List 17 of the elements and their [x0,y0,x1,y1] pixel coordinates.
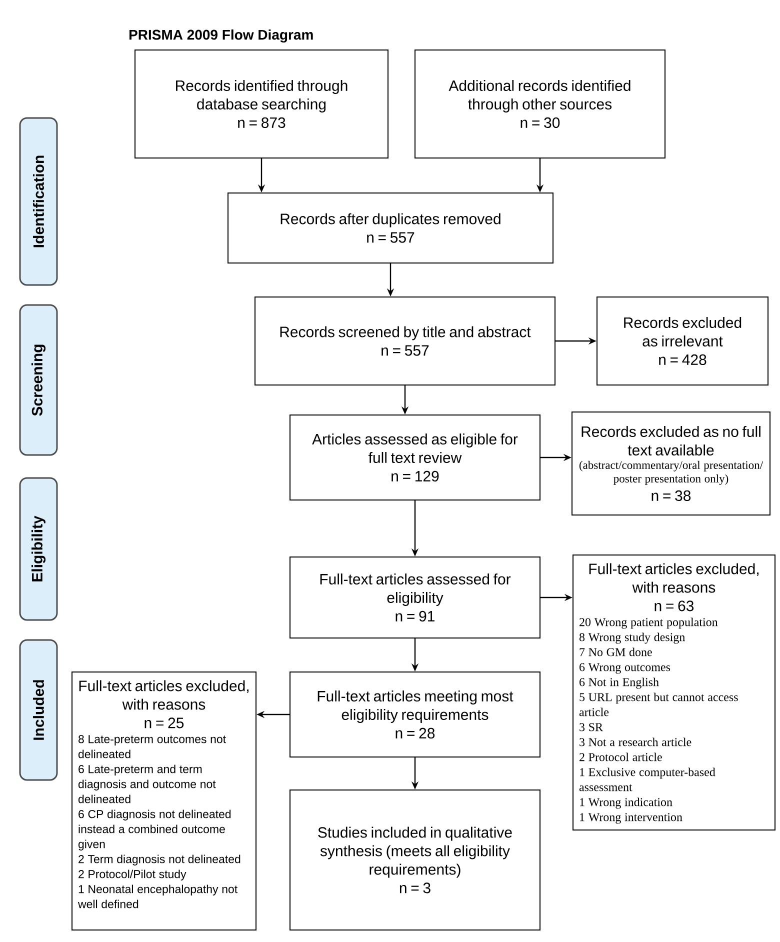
process-box: Full-text articles excluded, with reasons n = 25 8 Late-preterm outcomes not delineated 6 Late-preterm and term diagnosis and outcome not delineated 6 CP diagnosis not delineated instead a combined outcome given 2 Term diagnosis not delineated 2 Protocol/Pilot study 1 Neonatal encephalopathy not well defined [72,672,256,930]
stage-band: Identification [19,117,58,286]
process-box: Records after duplicates removed n = 557 [228,192,554,264]
process-box: Records excluded as no full text available (abstract/commentary/oral presentation/ poster presentation only) n = 38 [572,412,770,516]
process-box: Additional records identified through other sources n = 30 [414,50,666,158]
process-box: Studies included in qualitative synthesis (meets all eligibility requirements) n = 3 [290,790,540,930]
stage-band: Included [19,639,58,781]
title: PRISMA 2009 Flow Diagram [129,29,313,43]
process-box: Records identified through database searching n = 873 [134,50,388,158]
process-box: Full-text articles meeting most eligibility requirements n = 28 [290,672,540,758]
stage-band: Eligibility [19,477,58,621]
process-box: Records excluded as irrelevant n = 428 [596,296,768,386]
stage-band: Screening [19,304,58,456]
process-box: Full-text articles assessed for eligibility n = 91 [290,556,540,638]
process-box: Records screened by title and abstract n = 557 [254,296,556,386]
process-box: Articles assessed as eligible for full text review n = 129 [290,414,540,500]
process-box: Full-text articles excluded, with reasons n = 63 20 Wrong patient population 8 Wrong study design 7 No GM done 6 Wrong outcomes 6 Not in English 5 URL present but cannot access article 3 SR 3 Not a research article 2 Protocol article 1 Exclusive computer-based assessment 1 Wrong indication 1 Wrong intervention [572,554,776,830]
